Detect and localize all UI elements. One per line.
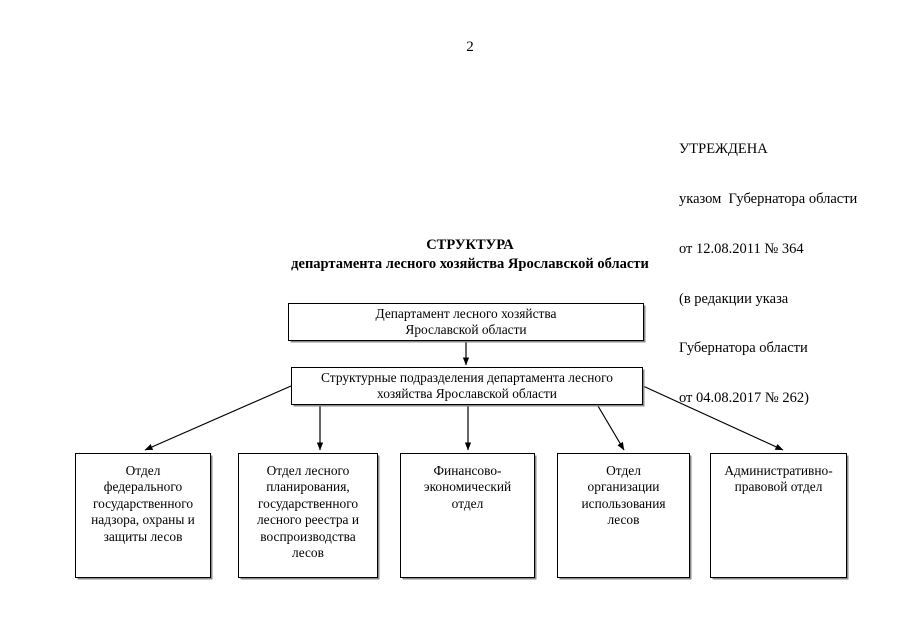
- org-node-subdivisions[interactable]: Структурные подразделения департамента л…: [291, 367, 643, 405]
- org-node-financial-economic-label: Финансово- экономический отдел: [423, 463, 512, 511]
- document-title: СТРУКТУРА департамента лесного хозяйства…: [0, 237, 905, 273]
- edge-n2-n6: [597, 405, 625, 451]
- org-node-forest-use-label: Отдел организации использования лесов: [581, 463, 666, 528]
- approval-line-5: Губернатора области: [679, 340, 808, 357]
- org-node-administrative-legal-label: Административно- правовой отдел: [724, 463, 833, 495]
- page-number: 2: [466, 39, 474, 55]
- org-node-forest-use[interactable]: Отдел организации использования лесов: [557, 453, 690, 578]
- approval-line-2: указом Губернатора области: [679, 190, 858, 207]
- org-node-forest-planning-label: Отдел лесного планирования, государствен…: [257, 463, 359, 561]
- approval-block: УТРЕЖДЕНА указом Губернатора области от …: [679, 108, 899, 440]
- edge-n2-n3: [144, 385, 292, 451]
- org-node-department-label: Департамент лесного хозяйства Ярославско…: [375, 305, 557, 337]
- approval-line-6: от 04.08.2017 № 262): [679, 390, 809, 407]
- org-node-federal-supervision-label: Отдел федерального государственного надз…: [91, 463, 195, 544]
- document-title-main: СТРУКТУРА: [426, 237, 514, 253]
- approval-line-4: (в редакции указа: [679, 290, 789, 307]
- document-title-sub: департамента лесного хозяйства Ярославск…: [291, 256, 649, 272]
- approval-line-3: от 12.08.2011 № 364: [679, 240, 804, 257]
- edge-n2-n7: [642, 385, 784, 451]
- org-node-forest-planning[interactable]: Отдел лесного планирования, государствен…: [238, 453, 378, 578]
- approval-line-1: УТРЕЖДЕНА: [679, 141, 768, 158]
- org-node-financial-economic[interactable]: Финансово- экономический отдел: [400, 453, 535, 578]
- org-node-federal-supervision[interactable]: Отдел федерального государственного надз…: [75, 453, 211, 578]
- org-node-subdivisions-label: Структурные подразделения департамента л…: [321, 369, 613, 401]
- org-node-department[interactable]: Департамент лесного хозяйства Ярославско…: [288, 303, 644, 341]
- org-node-administrative-legal[interactable]: Административно- правовой отдел: [710, 453, 847, 578]
